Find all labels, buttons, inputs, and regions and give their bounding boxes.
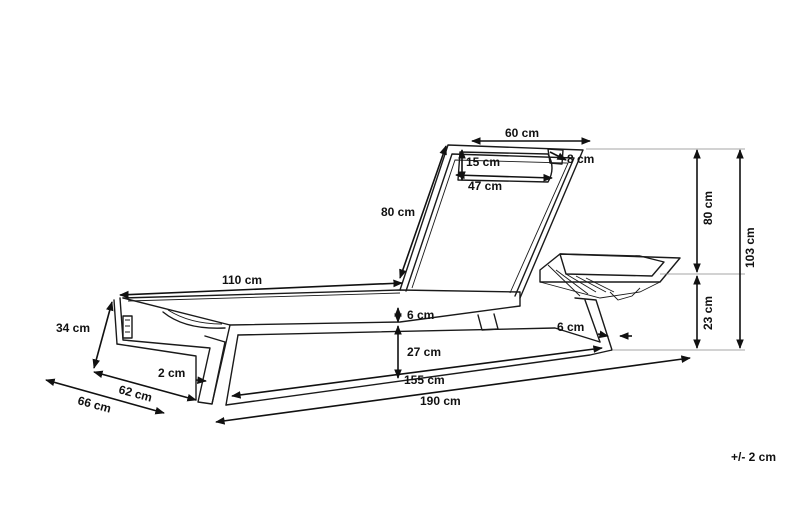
label-seat-height: 27 cm xyxy=(407,345,441,359)
label-frame-thickness: 6 cm xyxy=(407,308,434,322)
label-rest-height: 23 cm xyxy=(701,296,715,330)
label-headrest-depth: 8 cm xyxy=(567,152,594,166)
lounger-drawing xyxy=(113,144,681,406)
tolerance-note: +/- 2 cm xyxy=(731,450,777,464)
label-total-height: 103 cm xyxy=(743,227,757,268)
label-headrest-height: 15 cm xyxy=(466,155,500,169)
label-seat-length: 110 cm xyxy=(222,273,262,287)
label-back-height: 80 cm xyxy=(701,191,715,225)
label-side-height: 34 cm xyxy=(56,321,90,335)
dimension-lines xyxy=(45,137,745,425)
dimension-labels: 60 cm 15 cm 8 cm 47 cm 80 cm 110 cm 34 c… xyxy=(56,126,757,416)
label-backrest-length: 80 cm xyxy=(381,205,415,219)
label-frame-gap: 2 cm xyxy=(158,366,185,380)
label-total-length: 190 cm xyxy=(420,394,461,408)
label-headrest-inner-width: 47 cm xyxy=(468,179,502,193)
label-inner-length: 155 cm xyxy=(404,373,445,387)
label-leg-width: 6 cm xyxy=(557,320,584,334)
label-headrest-width: 60 cm xyxy=(505,126,539,140)
